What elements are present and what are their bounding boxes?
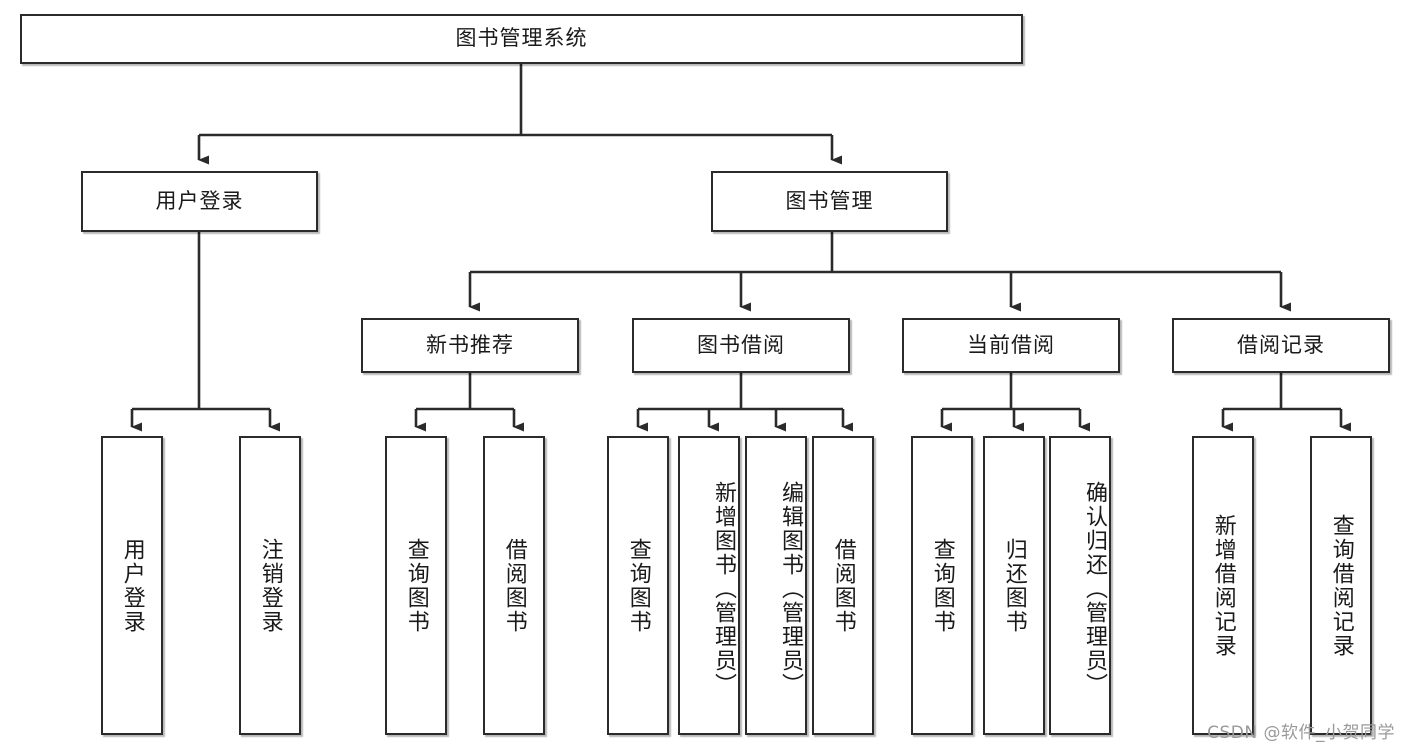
node-leaf-query-book-1-label: 查询图书 [403,537,429,634]
node-book-borrow[interactable]: 图书借阅 [632,318,850,373]
node-leaf-edit-book-admin-label: 编辑图书（管理员） [778,480,803,697]
node-leaf-user-logout[interactable]: 注销登录 [239,436,301,735]
node-borrow-record-label: 借阅记录 [1237,332,1325,357]
node-leaf-query-book-2-label: 查询图书 [625,537,651,634]
node-leaf-query-book-3-label: 查询图书 [929,537,955,634]
node-leaf-query-book-3[interactable]: 查询图书 [911,436,973,735]
node-leaf-user-logout-label: 注销登录 [257,537,283,634]
node-user-login-label: 用户登录 [155,188,244,213]
node-leaf-confirm-return-admin-label: 确认归还（管理员） [1082,480,1107,697]
node-leaf-add-borrow-record-label: 新增借阅记录 [1210,513,1236,658]
node-leaf-return-book[interactable]: 归还图书 [983,436,1045,735]
node-leaf-user-login[interactable]: 用户登录 [101,436,163,735]
node-current-borrow[interactable]: 当前借阅 [902,318,1120,373]
node-leaf-borrow-book-2-label: 借阅图书 [830,537,856,634]
node-new-book-rec[interactable]: 新书推荐 [361,318,579,373]
node-book-borrow-label: 图书借阅 [697,332,785,357]
node-root[interactable]: 图书管理系统 [20,14,1023,64]
node-leaf-return-book-label: 归还图书 [1001,537,1027,634]
node-leaf-confirm-return-admin[interactable]: 确认归还（管理员） [1049,436,1111,735]
node-leaf-edit-book-admin[interactable]: 编辑图书（管理员） [745,436,807,735]
node-leaf-user-login-label: 用户登录 [119,537,145,634]
csdn-watermark: CSDN @软件_小贺同学 [1207,723,1395,743]
node-leaf-borrow-book-1[interactable]: 借阅图书 [483,436,545,735]
node-current-borrow-label: 当前借阅 [967,332,1055,357]
node-leaf-query-book-1[interactable]: 查询图书 [385,436,447,735]
node-leaf-borrow-book-1-label: 借阅图书 [501,537,527,634]
node-new-book-rec-label: 新书推荐 [426,332,514,357]
node-leaf-add-book-admin[interactable]: 新增图书（管理员） [678,436,740,735]
node-leaf-query-borrow-record-label: 查询借阅记录 [1328,513,1354,658]
node-leaf-add-borrow-record[interactable]: 新增借阅记录 [1192,436,1254,735]
node-user-login[interactable]: 用户登录 [81,171,318,232]
node-leaf-add-book-admin-label: 新增图书（管理员） [711,480,736,697]
node-book-manage[interactable]: 图书管理 [711,171,948,232]
node-borrow-record[interactable]: 借阅记录 [1172,318,1390,373]
node-leaf-borrow-book-2[interactable]: 借阅图书 [812,436,874,735]
node-book-manage-label: 图书管理 [785,188,874,213]
node-leaf-query-book-2[interactable]: 查询图书 [607,436,669,735]
node-leaf-query-borrow-record[interactable]: 查询借阅记录 [1310,436,1372,735]
node-root-label: 图书管理系统 [455,26,588,51]
